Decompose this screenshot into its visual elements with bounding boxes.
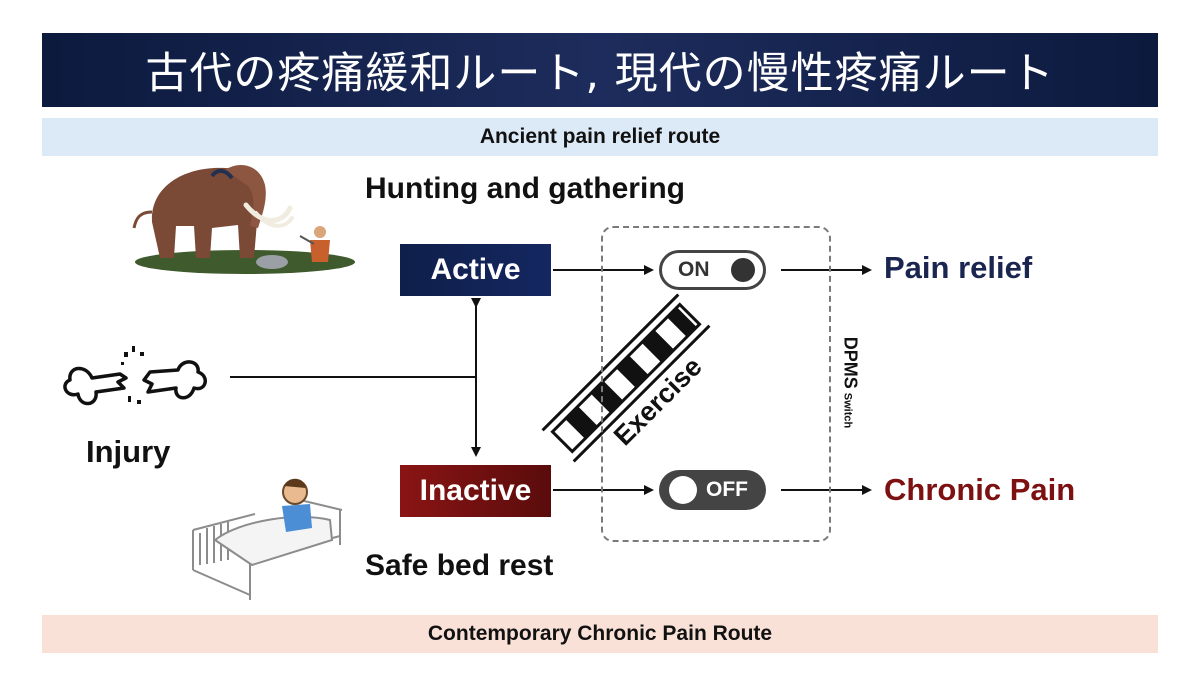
dpms-switch-label: DPMS Switch xyxy=(840,308,861,458)
toggle-knob-icon xyxy=(731,258,755,282)
off-toggle: OFF xyxy=(659,470,766,510)
contemporary-route-label: Contemporary Chronic Pain Route xyxy=(427,622,773,645)
bed-rest-label: Safe bed rest xyxy=(365,549,554,582)
hunting-label: Hunting and gathering xyxy=(365,172,685,205)
dpms-switch-box xyxy=(601,226,831,542)
off-toggle-label: OFF xyxy=(706,478,748,501)
on-toggle: ON xyxy=(659,250,766,290)
bed-rest-illustration xyxy=(192,478,343,600)
on-toggle-label: ON xyxy=(678,258,710,281)
inactive-state-box: Inactive xyxy=(400,465,551,517)
dpms-sub: Switch xyxy=(841,392,854,429)
toggle-knob-icon xyxy=(669,476,697,504)
page-title: 古代の疼痛緩和ルート, 現代の慢性疼痛ルート xyxy=(42,33,1158,107)
chronic-pain-outcome: Chronic Pain xyxy=(884,472,1076,507)
active-state-box: Active xyxy=(400,244,551,296)
contemporary-route-band: Contemporary Chronic Pain Route xyxy=(42,615,1158,653)
ancient-route-label: Ancient pain relief route xyxy=(479,125,721,148)
inactive-label: Inactive xyxy=(419,474,532,507)
pain-relief-outcome: Pain relief xyxy=(884,250,1033,285)
mammoth-hunting-illustration xyxy=(132,165,355,274)
broken-bone-icon xyxy=(63,346,207,406)
title-text: 古代の疼痛緩和ルート, 現代の慢性疼痛ルート xyxy=(145,49,1055,99)
active-label: Active xyxy=(430,253,521,286)
injury-label: Injury xyxy=(86,434,171,469)
ancient-route-band: Ancient pain relief route xyxy=(42,118,1158,156)
dpms-name: DPMS xyxy=(840,336,861,389)
